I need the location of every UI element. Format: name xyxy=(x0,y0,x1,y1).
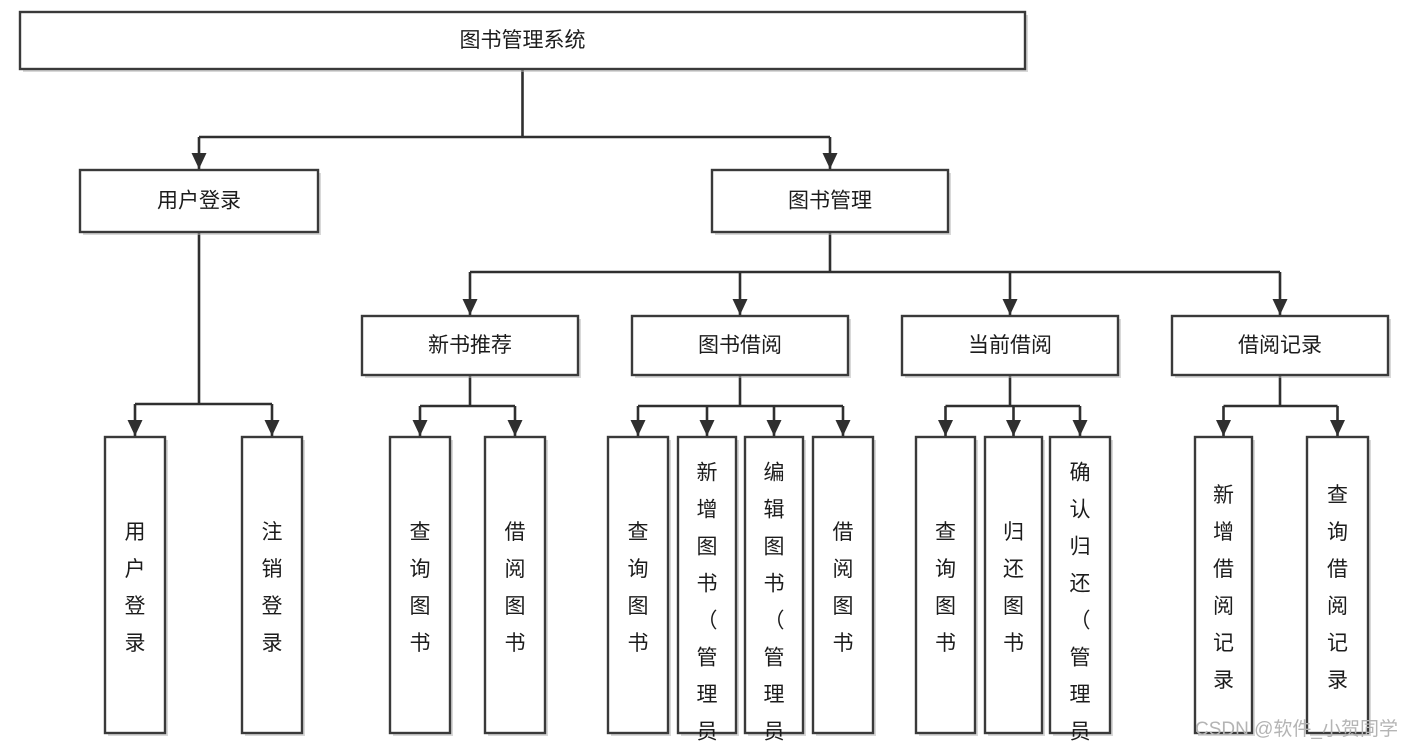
arrow-head-icon xyxy=(191,153,207,169)
arrow-head-icon xyxy=(1072,420,1088,436)
node-label: 新增图书（管理员） xyxy=(697,462,718,747)
edge-group xyxy=(630,375,851,436)
node-l3-rec-query[interactable]: 查询借阅记录 xyxy=(1305,435,1371,736)
node-l3-rec-add[interactable]: 新增借阅记录 xyxy=(1193,435,1255,736)
node-label: 查询图书 xyxy=(628,521,649,655)
node-l1-book[interactable]: 图书管理 xyxy=(710,168,951,235)
node-l3-new-query[interactable]: 查询图书 xyxy=(388,435,453,736)
node-label: 用户登录 xyxy=(157,190,241,213)
node-label: 确认归还（管理员） xyxy=(1070,462,1091,747)
node-label: 查询图书 xyxy=(410,521,431,655)
node-label: 注销登录 xyxy=(262,521,283,655)
edge-group xyxy=(191,69,838,169)
arrow-head-icon xyxy=(462,299,478,315)
node-label: 借阅图书 xyxy=(833,521,854,655)
edge-group xyxy=(1216,375,1345,436)
arrow-head-icon xyxy=(1216,420,1231,436)
node-l3-cur-confirm[interactable]: 确认归还（管理员） xyxy=(1048,435,1113,747)
arrow-head-icon xyxy=(1330,420,1345,436)
arrow-head-icon xyxy=(127,420,143,436)
arrow-head-icon xyxy=(1272,299,1288,315)
node-label: 查询借阅记录 xyxy=(1327,484,1348,692)
node-label: 新增借阅记录 xyxy=(1213,484,1234,692)
arrow-head-icon xyxy=(835,420,851,436)
node-label: 图书借阅 xyxy=(698,334,782,357)
arrow-head-icon xyxy=(699,420,715,436)
node-label: 新书推荐 xyxy=(428,334,512,357)
node-l3-user-logout[interactable]: 注销登录 xyxy=(240,435,305,736)
edge-group xyxy=(938,375,1088,436)
node-l3-new-borrow[interactable]: 借阅图书 xyxy=(483,435,548,736)
edge-group xyxy=(462,232,1288,315)
node-label: 当前借阅 xyxy=(968,334,1052,357)
arrow-head-icon xyxy=(412,420,428,436)
arrow-head-icon xyxy=(732,299,748,315)
node-l2-borrow[interactable]: 图书借阅 xyxy=(630,314,851,378)
arrow-head-icon xyxy=(766,420,782,436)
node-l3-cur-query[interactable]: 查询图书 xyxy=(914,435,978,736)
node-l3-bor-lend[interactable]: 借阅图书 xyxy=(811,435,876,736)
node-label: 用户登录 xyxy=(125,521,146,655)
arrow-head-icon xyxy=(264,420,280,436)
arrow-head-icon xyxy=(1006,420,1021,436)
node-l1-user[interactable]: 用户登录 xyxy=(78,168,321,235)
edge-group xyxy=(127,232,280,436)
node-l3-user-login[interactable]: 用户登录 xyxy=(103,435,168,736)
arrow-head-icon xyxy=(1002,299,1018,315)
arrow-head-icon xyxy=(507,420,523,436)
node-l2-record[interactable]: 借阅记录 xyxy=(1170,314,1391,378)
node-label: 编辑图书（管理员） xyxy=(764,462,785,747)
node-root[interactable]: 图书管理系统 xyxy=(18,10,1028,72)
node-l2-current[interactable]: 当前借阅 xyxy=(900,314,1121,378)
arrow-head-icon xyxy=(822,153,838,169)
node-label: 借阅记录 xyxy=(1238,334,1322,357)
node-layer: 图书管理系统用户登录图书管理新书推荐图书借阅当前借阅借阅记录用户登录注销登录查询… xyxy=(18,10,1391,747)
node-l3-bor-add[interactable]: 新增图书（管理员） xyxy=(676,435,739,747)
node-label: 借阅图书 xyxy=(505,521,526,655)
connector-layer xyxy=(127,69,1345,436)
node-l3-cur-return[interactable]: 归还图书 xyxy=(983,435,1045,736)
node-l3-bor-query[interactable]: 查询图书 xyxy=(606,435,671,736)
edge-group xyxy=(412,375,523,436)
node-label: 归还图书 xyxy=(1003,521,1024,655)
node-label: 查询图书 xyxy=(935,521,956,655)
node-label: 图书管理 xyxy=(788,190,872,213)
node-l3-bor-edit[interactable]: 编辑图书（管理员） xyxy=(743,435,806,747)
node-label: 图书管理系统 xyxy=(460,29,586,52)
node-l2-newbook[interactable]: 新书推荐 xyxy=(360,314,581,378)
arrow-head-icon xyxy=(630,420,646,436)
arrow-head-icon xyxy=(938,420,953,436)
